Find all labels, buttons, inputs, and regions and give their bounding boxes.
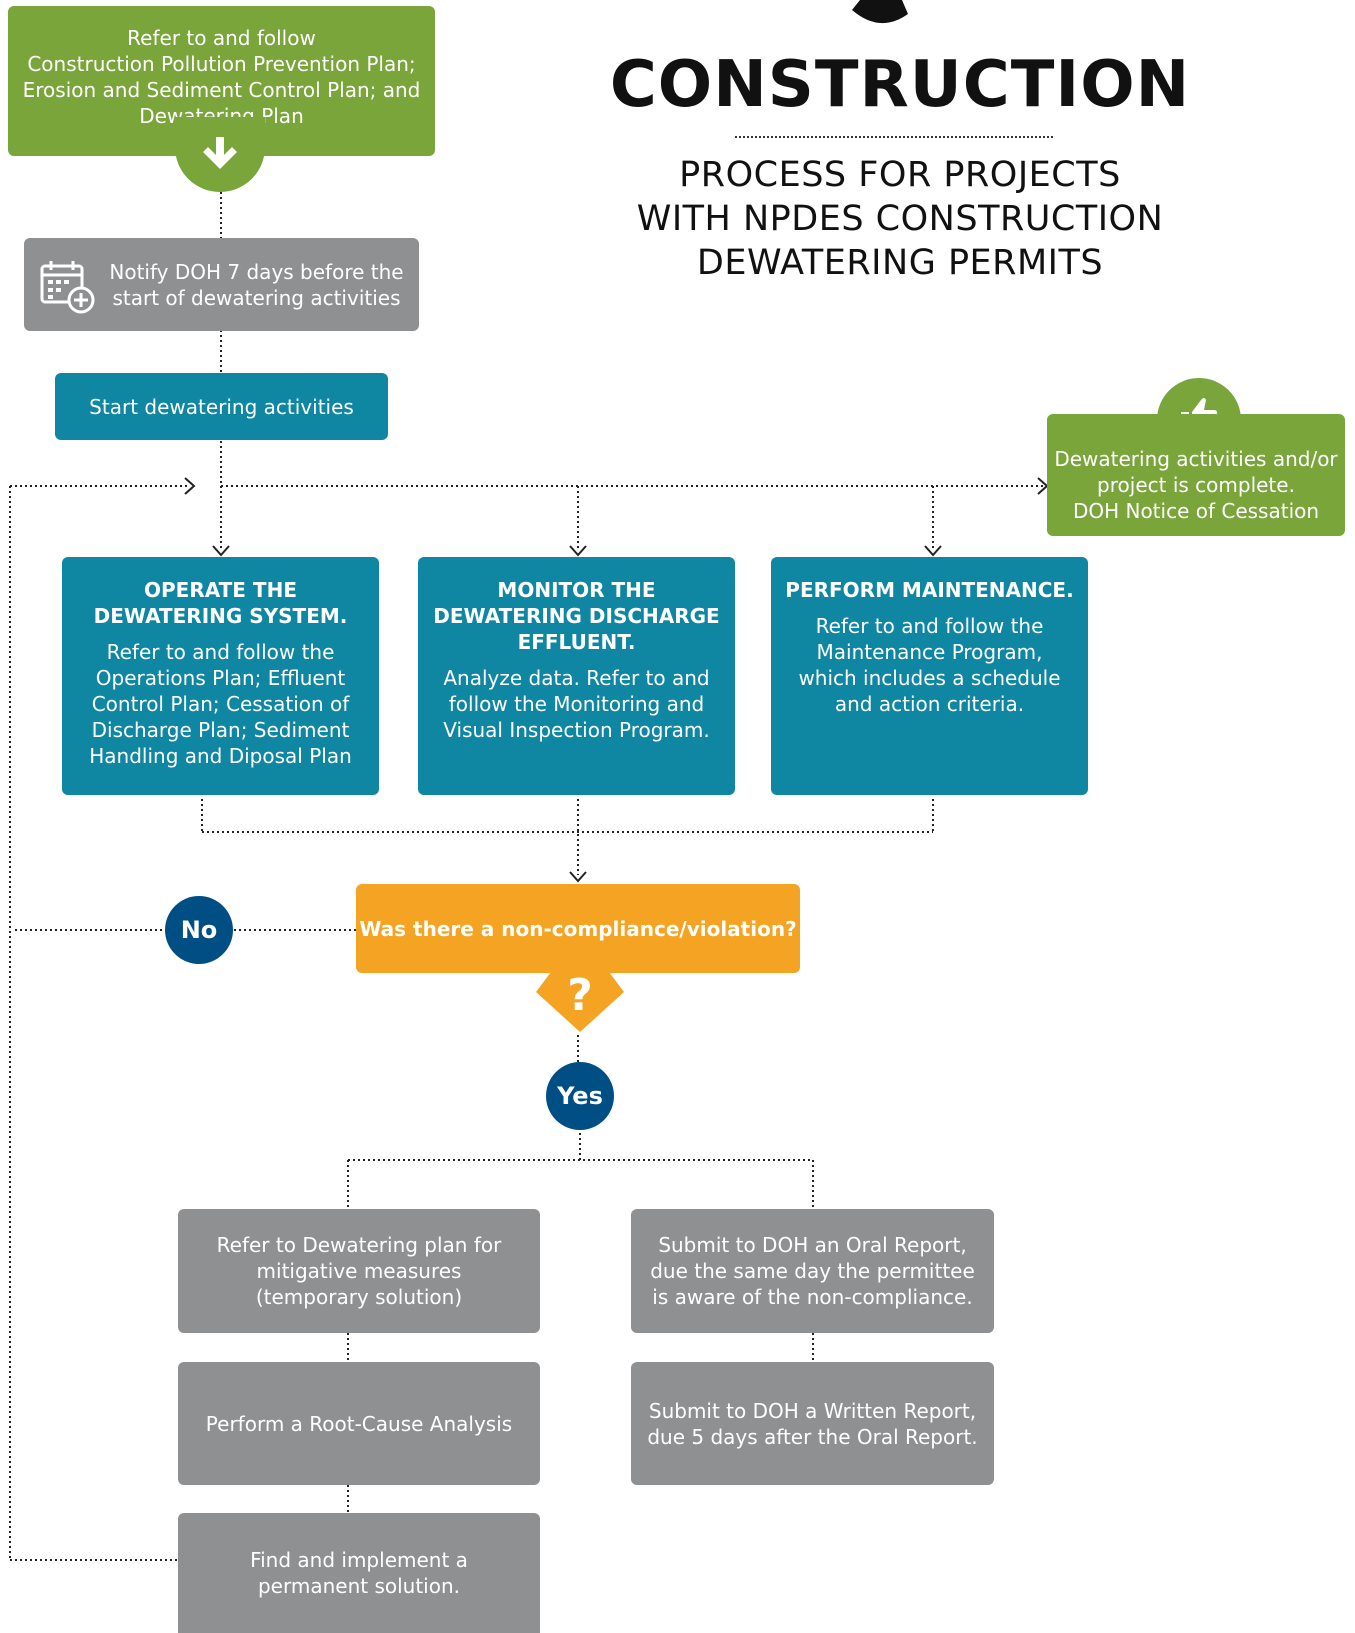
operate-system-box: OPERATE THE DEWATERING SYSTEM. Refer to … xyxy=(62,557,379,795)
question-mark-icon: ? xyxy=(536,962,624,1032)
mitigative-measures-box: Refer to Dewatering plan for mitigative … xyxy=(178,1209,540,1333)
arrow-down-icon xyxy=(175,117,265,192)
monitor-discharge-title: MONITOR THE DEWATERING DISCHARGE EFFLUEN… xyxy=(433,578,720,654)
permanent-solution-box: Find and implement a permanent solution. xyxy=(178,1513,540,1633)
mitigative-measures-text: Refer to Dewatering plan for mitigative … xyxy=(216,1233,502,1309)
page-title: CONSTRUCTION xyxy=(609,48,1191,122)
oral-report-box: Submit to DOH an Oral Report, due the sa… xyxy=(631,1209,994,1333)
title-divider xyxy=(735,136,1053,138)
yes-badge: Yes xyxy=(546,1062,614,1130)
root-cause-text: Perform a Root-Cause Analysis xyxy=(205,1411,513,1436)
calendar-add-icon xyxy=(38,258,98,322)
svg-text:?: ? xyxy=(567,970,593,1021)
project-complete-text: Dewatering activities and/or project is … xyxy=(1054,447,1338,523)
perform-maintenance-box: PERFORM MAINTENANCE. Refer to and follow… xyxy=(771,557,1088,795)
non-compliance-question-box: Was there a non-compliance/violation? xyxy=(356,884,800,973)
refer-plans-text: Refer to and follow Construction Polluti… xyxy=(22,26,421,128)
perform-maintenance-body: Refer to and follow the Maintenance Prog… xyxy=(798,614,1061,716)
hard-hat-icon xyxy=(850,0,910,28)
monitor-discharge-body: Analyze data. Refer to and follow the Mo… xyxy=(443,666,710,742)
perform-maintenance-title: PERFORM MAINTENANCE. xyxy=(785,578,1074,602)
operate-system-body: Refer to and follow the Operations Plan;… xyxy=(89,640,352,768)
root-cause-box: Perform a Root-Cause Analysis xyxy=(178,1362,540,1485)
monitor-discharge-box: MONITOR THE DEWATERING DISCHARGE EFFLUEN… xyxy=(418,557,735,795)
permanent-solution-text: Find and implement a permanent solution. xyxy=(250,1548,468,1598)
written-report-text: Submit to DOH a Written Report, due 5 da… xyxy=(647,1398,978,1449)
operate-system-title: OPERATE THE DEWATERING SYSTEM. xyxy=(93,578,348,628)
non-compliance-question-text: Was there a non-compliance/violation? xyxy=(359,916,797,941)
page-subtitle: PROCESS FOR PROJECTS WITH NPDES CONSTRUC… xyxy=(636,155,1164,283)
no-badge: No xyxy=(165,896,233,964)
start-dewatering-text: Start dewatering activities xyxy=(89,394,354,419)
notify-doh-box: Notify DOH 7 days before the start of de… xyxy=(24,238,419,331)
start-dewatering-box: Start dewatering activities xyxy=(55,373,388,440)
written-report-box: Submit to DOH a Written Report, due 5 da… xyxy=(631,1362,994,1485)
project-complete-box: Dewatering activities and/or project is … xyxy=(1047,414,1345,536)
notify-doh-text: Notify DOH 7 days before the start of de… xyxy=(109,259,404,310)
oral-report-text: Submit to DOH an Oral Report, due the sa… xyxy=(650,1233,975,1309)
